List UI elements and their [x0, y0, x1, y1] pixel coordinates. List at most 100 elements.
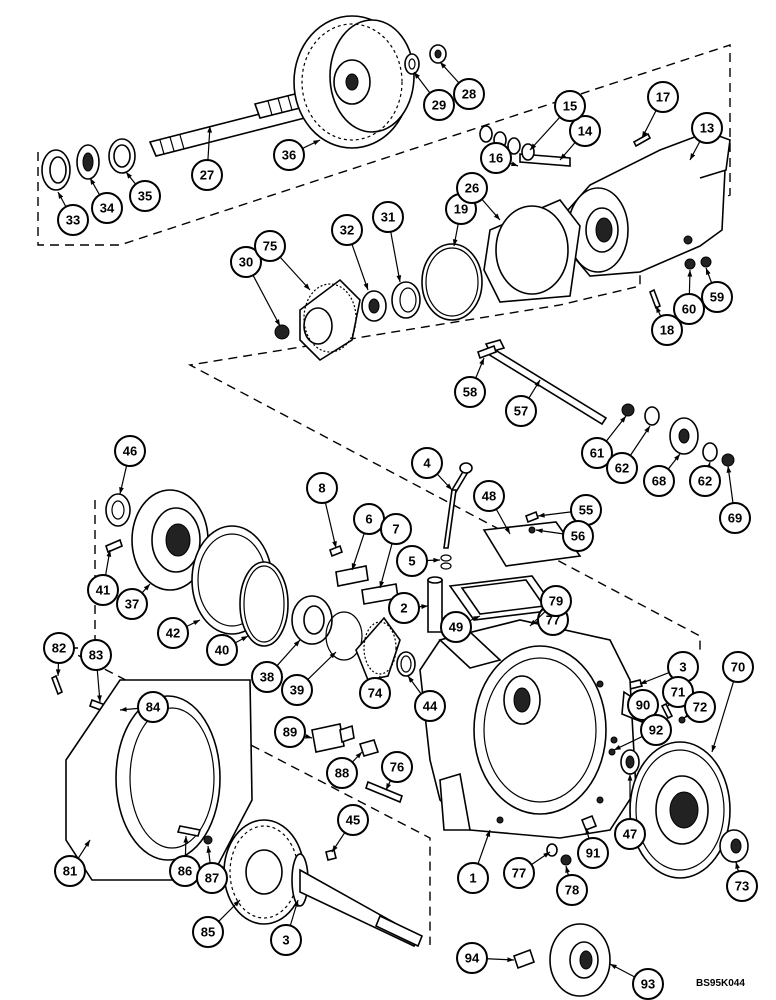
callout-62: 62	[689, 461, 721, 497]
callout-40: 40	[206, 634, 249, 666]
callout-number: 86	[178, 864, 192, 879]
nut	[274, 324, 290, 340]
callout-circle	[274, 716, 306, 748]
callout-leader-line	[379, 543, 393, 589]
callout-arrowhead	[55, 669, 61, 676]
callout-33: 33	[57, 191, 89, 236]
callout-circle	[647, 81, 679, 113]
bushing	[669, 417, 699, 455]
bolt	[105, 538, 123, 554]
bolt	[660, 702, 674, 720]
callout-number: 74	[368, 686, 383, 701]
callout-circle	[423, 89, 455, 121]
callout-circle	[457, 862, 489, 894]
o-ring	[440, 554, 452, 562]
callout-circle	[505, 395, 537, 427]
callout-number: 36	[282, 148, 296, 163]
callout-circle	[54, 855, 86, 887]
callout-arrowhead	[119, 487, 124, 494]
callout-83: 83	[80, 639, 112, 703]
callout-number: 3	[679, 660, 686, 675]
callout-90: 90	[627, 689, 659, 721]
callout-number: 4	[423, 456, 431, 471]
callout-number: 27	[200, 168, 214, 183]
callout-number: 90	[636, 698, 650, 713]
callout-arrowhead	[386, 783, 392, 790]
callout-circle	[454, 376, 486, 408]
callout-arrowhead	[97, 695, 102, 702]
callout-number: 73	[735, 879, 749, 894]
callout-arrowhead	[614, 745, 621, 750]
callout-number: 35	[138, 189, 152, 204]
callout-circle	[273, 139, 305, 171]
callout-arrowhead	[507, 957, 514, 963]
nut	[684, 258, 696, 270]
callout-circle	[91, 192, 123, 224]
callout-4: 4	[411, 447, 453, 491]
callout-arrowhead	[640, 679, 647, 684]
callout-number: 44	[423, 699, 438, 714]
callout-86: 86	[169, 835, 201, 887]
callout-arrowhead	[396, 275, 402, 282]
callout-number: 19	[454, 202, 468, 217]
callout-arrowhead	[241, 636, 248, 642]
callout-arrowhead	[493, 213, 500, 220]
callout-30: 30	[230, 246, 281, 327]
callout-circle	[372, 201, 404, 233]
callout-arrowhead	[538, 512, 545, 518]
callout-14: 14	[559, 115, 601, 161]
callout-arrowhead	[534, 380, 540, 387]
callout-arrowhead	[421, 604, 428, 609]
callout-46: 46	[114, 435, 146, 495]
callout-circle	[43, 632, 75, 664]
callout-arrowhead	[84, 840, 90, 847]
callout-15: 15	[529, 90, 586, 151]
washer	[678, 716, 686, 724]
release-bearing	[719, 829, 749, 863]
callout-circle	[673, 293, 705, 325]
callout-35: 35	[125, 171, 161, 212]
callout-circle	[331, 214, 363, 246]
callout-number: 81	[63, 864, 77, 879]
callout-arrowhead	[644, 426, 650, 433]
callout-number: 26	[465, 181, 479, 196]
callout-3: 3	[270, 899, 302, 956]
callout-28: 28	[439, 61, 485, 110]
callout-arrowhead	[726, 466, 732, 473]
callout-circle	[453, 78, 485, 110]
grease-fitting	[512, 948, 536, 970]
callout-number: 5	[408, 554, 415, 569]
callout-leader-line	[390, 231, 401, 283]
callout-61: 61	[581, 415, 627, 469]
nut	[721, 453, 735, 467]
bearing	[291, 595, 333, 645]
callout-circle	[191, 159, 223, 191]
callout-arrowhead	[355, 752, 362, 759]
callout-number: 60	[682, 302, 696, 317]
callout-arrowhead	[379, 581, 385, 588]
callout-leader-line	[711, 681, 735, 753]
callout-72: 72	[683, 691, 716, 723]
callout-number: 16	[489, 151, 503, 166]
callout-circle	[684, 691, 716, 723]
callout-circle	[614, 818, 646, 850]
bevel-pinion-gear	[299, 278, 361, 362]
washer	[528, 526, 536, 534]
callout-number: 48	[482, 489, 496, 504]
nut	[429, 44, 447, 64]
callout-number: 45	[346, 813, 360, 828]
callout-16: 16	[480, 142, 519, 174]
input-shaft	[291, 853, 424, 948]
callout-number: 38	[260, 670, 274, 685]
callout-arrowhead	[479, 358, 484, 365]
clutch-disc	[629, 741, 731, 879]
callout-circle	[57, 204, 89, 236]
callout-arrowhead	[543, 852, 550, 858]
callout-arrowhead	[143, 584, 150, 591]
callout-79: 79	[529, 585, 572, 627]
callout-32: 32	[331, 214, 369, 291]
nut	[621, 403, 635, 417]
callout-circle	[691, 112, 723, 144]
callout-88: 88	[326, 751, 363, 789]
callout-circle	[254, 230, 286, 262]
